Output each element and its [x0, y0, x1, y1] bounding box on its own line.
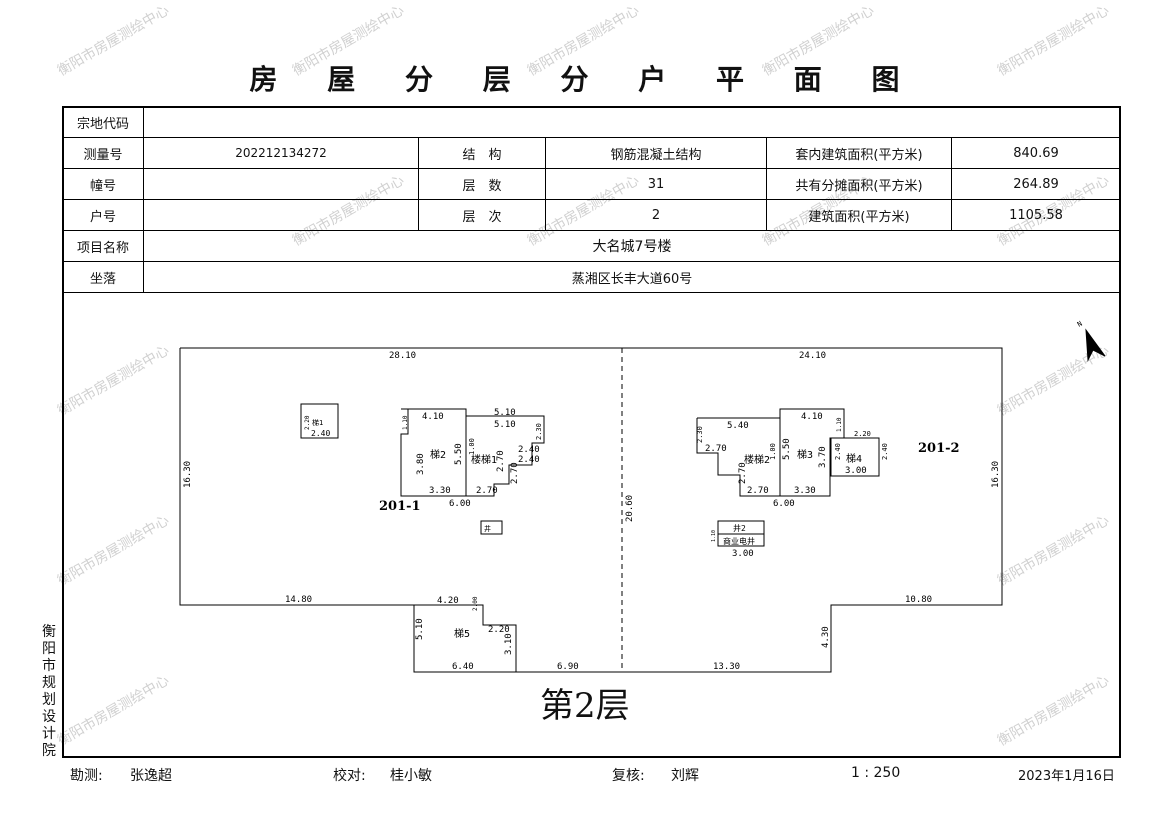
inner-area-value: 840.69	[951, 137, 1121, 169]
room-commercial-shaft: 商业电井	[723, 536, 755, 546]
dim-right-h: 16.30	[991, 461, 1001, 488]
dim-r-2-40: 2.40	[834, 443, 842, 460]
dim-s5-2-00: 2.00	[472, 596, 479, 611]
dim-t1-2-20: 2.20	[304, 415, 311, 430]
dim-r-4-10: 4.10	[801, 412, 823, 422]
dim-l-2-70c: 2.70	[476, 486, 498, 496]
outer-outline	[179, 347, 1003, 673]
dim-top-left: 28.10	[389, 351, 416, 361]
dim-r-3-00: 3.00	[845, 466, 867, 476]
review-name: 刘辉	[671, 768, 699, 784]
dim-r-5-50: 5.50	[782, 438, 792, 460]
unit-201-1-label: 201-1	[379, 499, 421, 514]
dim-s5-4-20: 4.20	[437, 596, 459, 606]
survey-label: 勘测:	[70, 768, 103, 784]
dim-top-right: 24.10	[799, 351, 826, 361]
dim-r-3-30: 3.30	[794, 486, 816, 496]
dim-r-2-20: 2.20	[854, 430, 871, 438]
room-stair3: 梯3	[797, 448, 813, 461]
dim-s5-2-20: 2.20	[488, 625, 510, 635]
location-value: 蒸湘区长丰大道60号	[143, 261, 1121, 293]
unit-no-label: 户号	[62, 199, 144, 231]
project-label: 项目名称	[62, 230, 144, 262]
dim-bottom-right: 10.80	[905, 595, 932, 605]
stair1-small-box	[300, 403, 339, 439]
building-area-value: 1105.58	[951, 199, 1121, 231]
dim-l-5-10a: 5.10	[494, 408, 516, 418]
dim-r-1-00: 1.00	[769, 443, 777, 460]
dim-r-3-70: 3.70	[818, 446, 828, 468]
room-stair4: 梯4	[846, 452, 862, 465]
dim-l-1-00: 1.00	[468, 438, 476, 455]
room-shaft: 井	[484, 524, 491, 533]
location-label: 坐落	[62, 261, 144, 293]
dim-l-4-10: 4.10	[422, 412, 444, 422]
room-stair5: 梯5	[454, 627, 470, 640]
date-text: 2023年1月16日	[1018, 769, 1115, 784]
shared-area-value: 264.89	[951, 168, 1121, 200]
dim-r-2-70: 2.70	[705, 444, 727, 454]
dim-left-h: 16.30	[183, 461, 193, 488]
check-label: 校对:	[333, 768, 366, 784]
dim-b-13-30: 13.30	[713, 662, 740, 672]
dim-l-1-10: 1.10	[402, 415, 409, 430]
survey-name: 张逸超	[130, 768, 172, 784]
info-table: 宗地代码 测量号 202212134272 结 构 钢筋混凝土结构 套内建筑面积…	[62, 106, 1121, 293]
dim-l-5-50: 5.50	[454, 443, 464, 465]
dim-bottom-left: 14.80	[285, 595, 312, 605]
building-area-label: 建筑面积(平方米)	[766, 199, 952, 231]
room-stair1-small: 梯1	[312, 418, 323, 427]
survey-no-label: 测量号	[62, 137, 144, 169]
inner-area-label: 套内建筑面积(平方米)	[766, 137, 952, 169]
dim-l-2-40: 2.40	[518, 445, 540, 455]
dim-r-2-30: 2.30	[696, 426, 704, 443]
dim-r-2-40b: 2.40	[881, 443, 889, 460]
louti1-outline	[465, 409, 545, 497]
north-label: N	[1076, 320, 1084, 329]
dim-r-2-70c: 2.70	[747, 486, 769, 496]
shared-area-label: 共有分摊面积(平方米)	[766, 168, 952, 200]
dim-l-2-70b: 2.70	[510, 462, 520, 484]
review-label: 复核:	[612, 768, 645, 784]
dim-l-2-40b: 2.40	[518, 455, 540, 465]
building-no-value	[143, 168, 419, 200]
north-arrow-icon	[1085, 328, 1106, 362]
dim-b-6-40: 6.40	[452, 662, 474, 672]
building-no-label: 幢号	[62, 168, 144, 200]
dim-t1-2-40: 2.40	[311, 429, 330, 438]
floor-number-label: 第2层	[540, 686, 630, 726]
shaft-box	[480, 520, 503, 535]
dim-s5-3-10: 3.10	[504, 633, 514, 655]
stair5-outline	[414, 604, 517, 672]
floors-value: 31	[545, 168, 767, 200]
dim-b-4-30: 4.30	[821, 626, 831, 648]
stair4-box	[830, 437, 880, 477]
vertical-organization: 衡阳市规划设计院	[42, 624, 56, 759]
dim-r-5-40: 5.40	[727, 421, 749, 431]
dim-l-2-70: 2.70	[496, 450, 506, 472]
structure-label: 结 构	[418, 137, 546, 169]
dim-r-2-70b: 2.70	[738, 462, 748, 484]
scale-text: 1 : 250	[851, 765, 901, 781]
room-louti1: 楼梯1	[471, 453, 497, 466]
dim-l-2-30: 2.30	[535, 423, 543, 440]
room-stair2: 梯2	[430, 448, 446, 461]
dim-center-v: 20.60	[625, 495, 635, 522]
page-title: 房 屋 分 层 分 户 平 面 图	[249, 63, 920, 96]
dim-r-1-10: 1.10	[836, 417, 843, 432]
dim-r-6-00: 6.00	[773, 499, 795, 509]
dim-m-1-10: 1.10	[711, 530, 717, 542]
dim-l-5-10b: 5.10	[494, 420, 516, 430]
dim-l-3-80: 3.80	[416, 453, 426, 475]
unit-201-2-label: 201-2	[918, 441, 960, 456]
dim-l-3-30: 3.30	[429, 486, 451, 496]
dim-s5-5-10: 5.10	[415, 618, 425, 640]
check-name: 桂小敏	[390, 768, 432, 784]
dim-b-6-90: 6.90	[557, 662, 579, 672]
dim-m-3-00: 3.00	[732, 549, 754, 559]
room-louti2: 楼梯2	[744, 453, 770, 466]
room-shaft2: 井2	[733, 523, 746, 533]
dim-l-6-00: 6.00	[449, 499, 471, 509]
